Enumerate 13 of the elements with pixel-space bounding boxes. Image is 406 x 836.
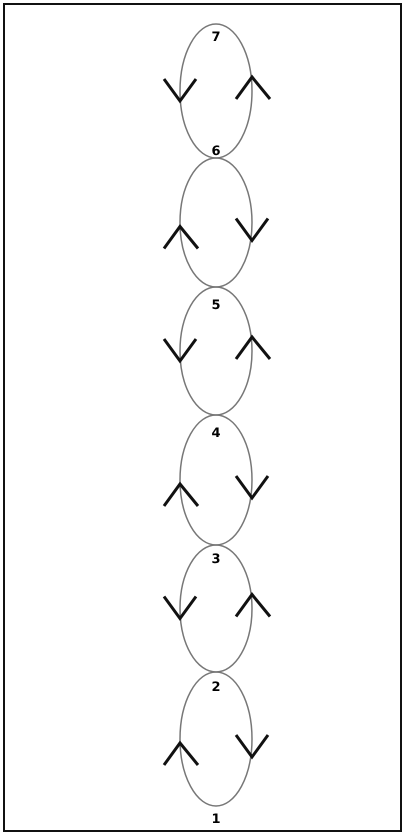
loop-ellipse (179, 286, 253, 416)
loop-ellipse (179, 671, 253, 807)
loop-ellipse (179, 23, 253, 159)
loop-ellipse (179, 157, 253, 288)
position-number: 1 (210, 813, 222, 827)
loop-ellipse (179, 414, 253, 546)
position-number: 2 (210, 681, 222, 695)
position-number: 6 (210, 145, 222, 159)
position-number: 7 (210, 31, 222, 45)
loop-ellipse (179, 544, 253, 673)
position-number: 4 (210, 427, 222, 441)
position-number: 5 (210, 299, 222, 313)
position-number: 3 (210, 553, 222, 567)
